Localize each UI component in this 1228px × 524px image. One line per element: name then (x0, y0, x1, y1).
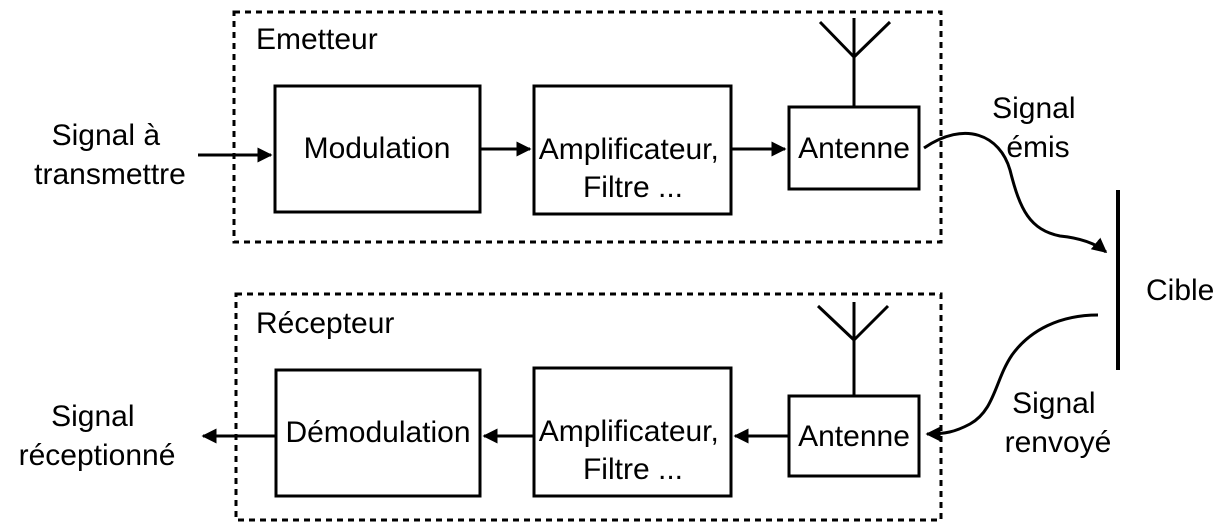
emitted-signal-label: Signal émis (992, 92, 1084, 164)
returned-signal-label: Signal renvoyé (1005, 387, 1112, 459)
output-signal-label: Signal réceptionné (19, 400, 176, 472)
receiver-amplifier-label: Amplificateur, Filtre ... (539, 415, 727, 486)
emitter-title: Emetteur (256, 23, 378, 56)
emitter-antenna-label: Antenne (798, 132, 910, 165)
returned-signal-wave (925, 313, 1099, 442)
emitter-amplifier-label: Amplificateur, Filtre ... (539, 133, 727, 204)
receiver-antenna-icon (816, 302, 890, 396)
emitter-group (232, 10, 943, 244)
receiver-title: Récepteur (256, 307, 394, 340)
emitted-signal-wave (923, 131, 1108, 254)
input-signal-label: Signal à transmettre (34, 119, 186, 191)
emitter-antenna-icon (818, 18, 892, 107)
demodulation-block (274, 368, 482, 498)
demodulation-label: Démodulation (285, 416, 470, 449)
receiver-antenna-label: Antenne (798, 420, 910, 453)
target-label: Cible (1146, 274, 1214, 307)
receiver-group (234, 292, 943, 522)
receiver-amplifier-block (532, 366, 733, 498)
emitter-antenna-block (787, 105, 921, 191)
receiver-antenna-block (787, 394, 921, 478)
emitter-amplifier-block (532, 84, 733, 216)
modulation-label: Modulation (304, 132, 451, 165)
